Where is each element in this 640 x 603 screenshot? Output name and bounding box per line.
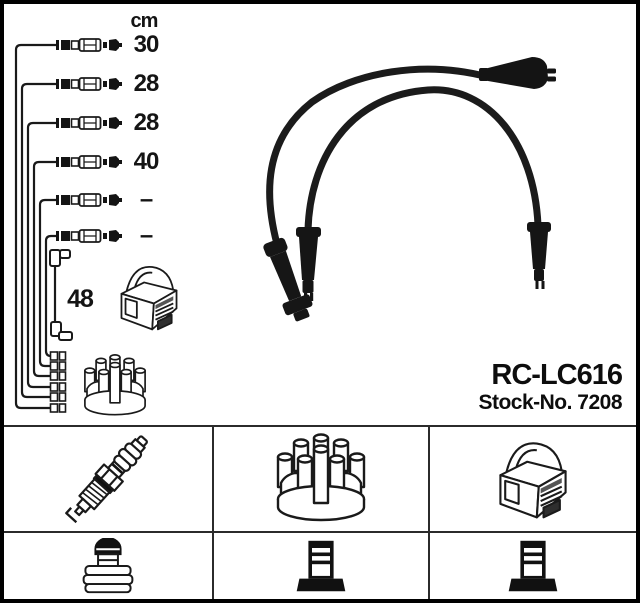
spark-plug-icon bbox=[61, 429, 155, 529]
cable-connector bbox=[56, 38, 122, 52]
cable-length-label-4: 40 bbox=[133, 148, 160, 175]
cable-length-label-6: – bbox=[139, 222, 153, 249]
cables-photo bbox=[263, 57, 556, 322]
right-plug-boot bbox=[527, 222, 551, 289]
cable-length-label-2: 28 bbox=[133, 70, 160, 97]
legend-cell-spark-plug bbox=[4, 427, 212, 531]
legend-cell-distributor-cap bbox=[214, 427, 428, 531]
legend-cell-distributor-terminal bbox=[214, 533, 428, 599]
spark-plug-boot-icon bbox=[82, 538, 134, 594]
wiring-diagram bbox=[14, 38, 178, 416]
cable-long bbox=[266, 65, 492, 248]
straight-plug-boot bbox=[296, 227, 321, 301]
grid-top-line bbox=[4, 425, 636, 427]
grid-row-divider bbox=[4, 531, 636, 533]
unit-label: cm bbox=[130, 10, 159, 32]
cable-short bbox=[304, 86, 542, 234]
distributor-cap-drawing bbox=[83, 353, 147, 416]
cable-length-label-1: 30 bbox=[133, 31, 160, 58]
grid-col-divider-2 bbox=[428, 425, 430, 599]
product-model: RC-LC616 bbox=[491, 359, 623, 391]
coil-terminal-icon bbox=[508, 540, 558, 592]
cable-length-label-3: 28 bbox=[133, 109, 160, 136]
cap-end-connectors bbox=[49, 351, 67, 413]
elbow-plug-boot bbox=[263, 237, 313, 322]
coil-cable-drawing bbox=[49, 249, 73, 341]
distributor-terminal-icon bbox=[296, 540, 346, 592]
product-id-block: RC-LC616 Stock-No. 7208 bbox=[478, 359, 623, 415]
coil-boot bbox=[479, 57, 556, 89]
legend-cell-ignition-coil bbox=[430, 427, 636, 531]
cable-bundle-wires bbox=[14, 43, 57, 410]
coil-cable-length-label: 48 bbox=[67, 285, 94, 313]
cable-length-label-5: – bbox=[139, 186, 153, 213]
grid-col-divider-1 bbox=[212, 425, 214, 599]
cable-connector-drawings bbox=[55, 38, 123, 243]
ignition-coil-drawing bbox=[120, 265, 178, 331]
legend-cell-coil-terminal bbox=[430, 533, 636, 599]
stock-number: Stock-No. 7208 bbox=[478, 391, 622, 414]
legend-cell-plug-boot bbox=[4, 533, 212, 599]
distributor-cap-icon bbox=[276, 433, 366, 522]
ignition-coil-icon bbox=[499, 442, 567, 519]
